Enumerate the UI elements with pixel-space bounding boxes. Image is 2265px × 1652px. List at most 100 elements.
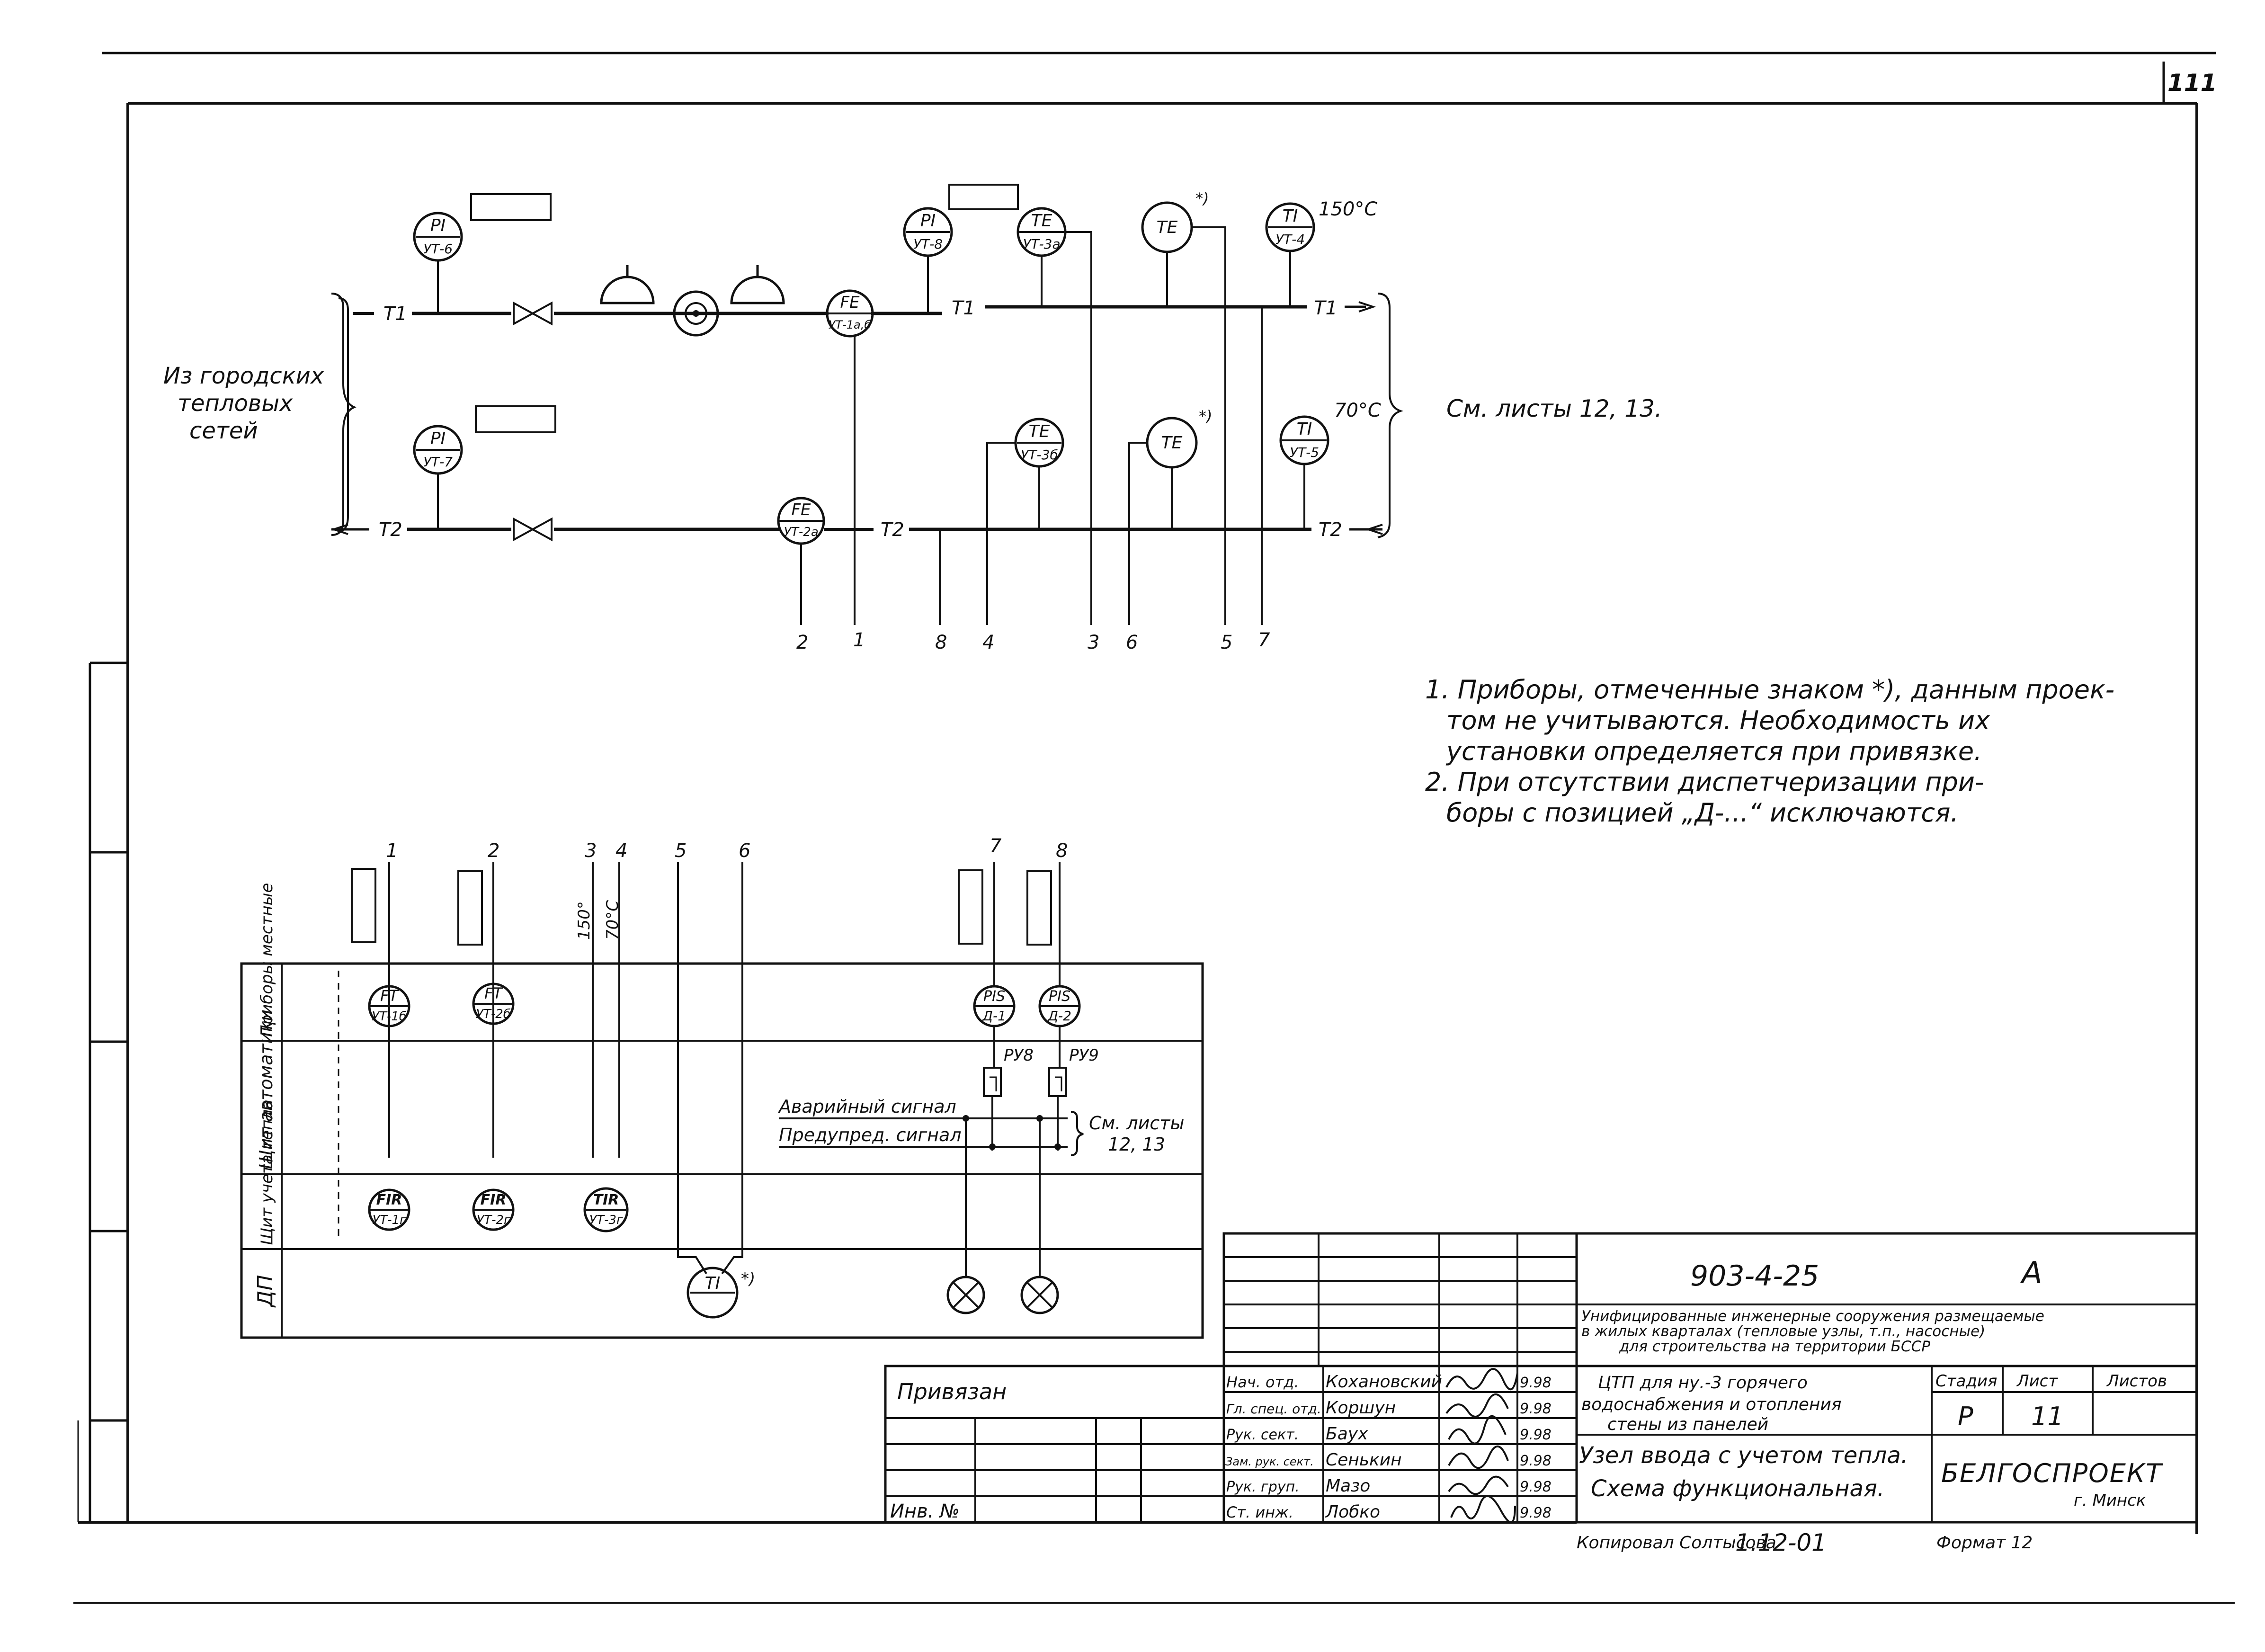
staff-name: Сенькин: [1326, 1450, 1402, 1470]
device-pos: Д-1: [981, 1008, 1006, 1024]
staff-name: Лобко: [1325, 1502, 1380, 1522]
org-city: г. Минск: [2074, 1491, 2146, 1510]
project-line: для строительства на территории БССР: [1619, 1338, 1930, 1355]
column-number: 4: [615, 840, 627, 862]
indicator-box: [948, 184, 1019, 210]
instrument-te-ut3b: [986, 418, 1064, 625]
instrument-pos: УТ-7: [423, 454, 453, 470]
staff-date: 9.98: [1520, 1505, 1552, 1521]
panel-table: [240, 962, 1204, 1339]
tied-label: Привязан: [897, 1379, 1007, 1404]
column-number: 1: [386, 840, 398, 862]
stage-label: Стадия: [1935, 1372, 1997, 1391]
line-number: 3: [1088, 632, 1099, 653]
ref-sheets-right: См. листы 12, 13.: [1446, 395, 1662, 422]
device-pos: УТ-1г: [372, 1213, 406, 1227]
note-line: боры с позицией „Д-...“ исключаются.: [1446, 798, 1959, 828]
instrument-fe-ut2: [777, 497, 825, 625]
instrument-pos: УТ-2а: [784, 525, 819, 539]
sheet-number: 111: [2167, 69, 2217, 97]
sheet-label: Лист: [2016, 1372, 2058, 1391]
relay-ru9: [1048, 1067, 1067, 1151]
device-ft-ut1b: [368, 985, 410, 1158]
device-pos: УТ-3г: [589, 1213, 623, 1227]
warning-signal-label: Предупред. сигнал: [779, 1125, 962, 1145]
instrument-code: TI: [1283, 206, 1298, 226]
optional-mark: *): [741, 1269, 755, 1288]
device-pos: УТ-2г: [476, 1213, 510, 1227]
junction-dot: [989, 1143, 996, 1150]
instrument-fe-ut1: [826, 289, 874, 625]
staff-role: Рук. сект.: [1226, 1427, 1299, 1443]
instrument-code: PI: [430, 429, 446, 448]
object-line: водоснабжения и отопления: [1581, 1395, 1842, 1414]
instrument-pos: УТ-4: [1275, 232, 1305, 247]
pipe-t2: [330, 524, 1383, 535]
relay-label: РУ8: [1004, 1046, 1034, 1065]
device-code: PIS: [983, 988, 1005, 1005]
line-number: 2: [796, 632, 808, 653]
instrument-code: FE: [840, 293, 860, 312]
device-fir-ut2g: [472, 1188, 515, 1231]
temp-supply: 150°С: [1319, 198, 1377, 220]
pipe-label-t1-c: Т1: [1314, 297, 1338, 319]
temp-return: 70°С: [1334, 400, 1381, 421]
signals-ref-1: См. листы: [1089, 1113, 1184, 1134]
device-ti-dp: [687, 1267, 739, 1319]
device-tir-ut3g: [583, 1187, 629, 1232]
device-ft-ut2b: [472, 982, 515, 1025]
note-line: том не учитываются. Необходимость их: [1446, 705, 1990, 735]
title-block-grid: [884, 1232, 2198, 1524]
staff-date: 9.98: [1520, 1479, 1552, 1495]
device-code: FT: [484, 984, 503, 1002]
staff-date: 9.98: [1520, 1375, 1552, 1391]
instrument-code: PI: [430, 216, 446, 235]
format-label: Формат 12: [1936, 1533, 2033, 1553]
pipe-label-t1-b: Т1: [952, 297, 975, 319]
line-number: 8: [935, 632, 947, 653]
note-line: 2. При отсутствии диспетчеризации при-: [1425, 767, 1984, 797]
indicator-box: [1026, 870, 1052, 946]
staff-name: Мазо: [1326, 1476, 1370, 1496]
junction-dot: [1054, 1143, 1061, 1150]
device-code: TIR: [593, 1192, 619, 1208]
signature-marks: [1445, 1368, 1518, 1523]
panel-temp-150: 150°: [575, 901, 594, 940]
line-number: 6: [1126, 632, 1138, 653]
staff-role: Зам. рук. сект.: [1225, 1455, 1314, 1468]
pipe-label-t1-a: Т1: [383, 303, 407, 325]
org-name: БЕЛГОСПРОЕКТ: [1941, 1458, 2163, 1488]
inv-label: Инв. №: [890, 1500, 960, 1522]
doc-letter: А: [2020, 1256, 2042, 1291]
staff-date: 9.98: [1520, 1401, 1552, 1417]
instrument-code: TE: [1161, 433, 1183, 453]
device-pos: УТ-1б: [372, 1009, 407, 1024]
instrument-pos: УТ-5: [1290, 445, 1319, 460]
staff-name: Кохановский: [1326, 1372, 1442, 1392]
indicator-box: [470, 193, 552, 221]
signals-ref-2: 12, 13: [1108, 1134, 1165, 1155]
instrument-ti-ut4: [1265, 202, 1315, 307]
device-pos: УТ-2б: [476, 1007, 511, 1021]
instrument-te-ut3a: [1017, 207, 1092, 625]
pipe-t1: [353, 301, 1376, 315]
optional-mark: *): [1195, 189, 1209, 207]
pipe-label-t2-a: Т2: [379, 519, 402, 541]
staff-date: 9.98: [1520, 1453, 1552, 1469]
object-line: стены из панелей: [1607, 1415, 1768, 1434]
device-code: FIR: [376, 1192, 402, 1208]
line-number: 1: [853, 629, 865, 651]
column-number: 6: [739, 840, 750, 862]
signals-brace: [1070, 1111, 1084, 1156]
pump-icon: [673, 290, 719, 337]
instrument-code: TE: [1157, 218, 1178, 237]
instrument-ti-ut5: [1279, 415, 1329, 529]
column-number: 5: [675, 840, 687, 862]
source-brace: [331, 293, 357, 536]
instrument-pos: УТ-3б: [1020, 447, 1058, 463]
row-label-dp: ДП: [253, 1275, 277, 1308]
optional-mark: *): [1199, 407, 1212, 425]
copied-by: Копировал Солтысова: [1577, 1533, 1776, 1553]
control-device-2: [730, 265, 785, 304]
